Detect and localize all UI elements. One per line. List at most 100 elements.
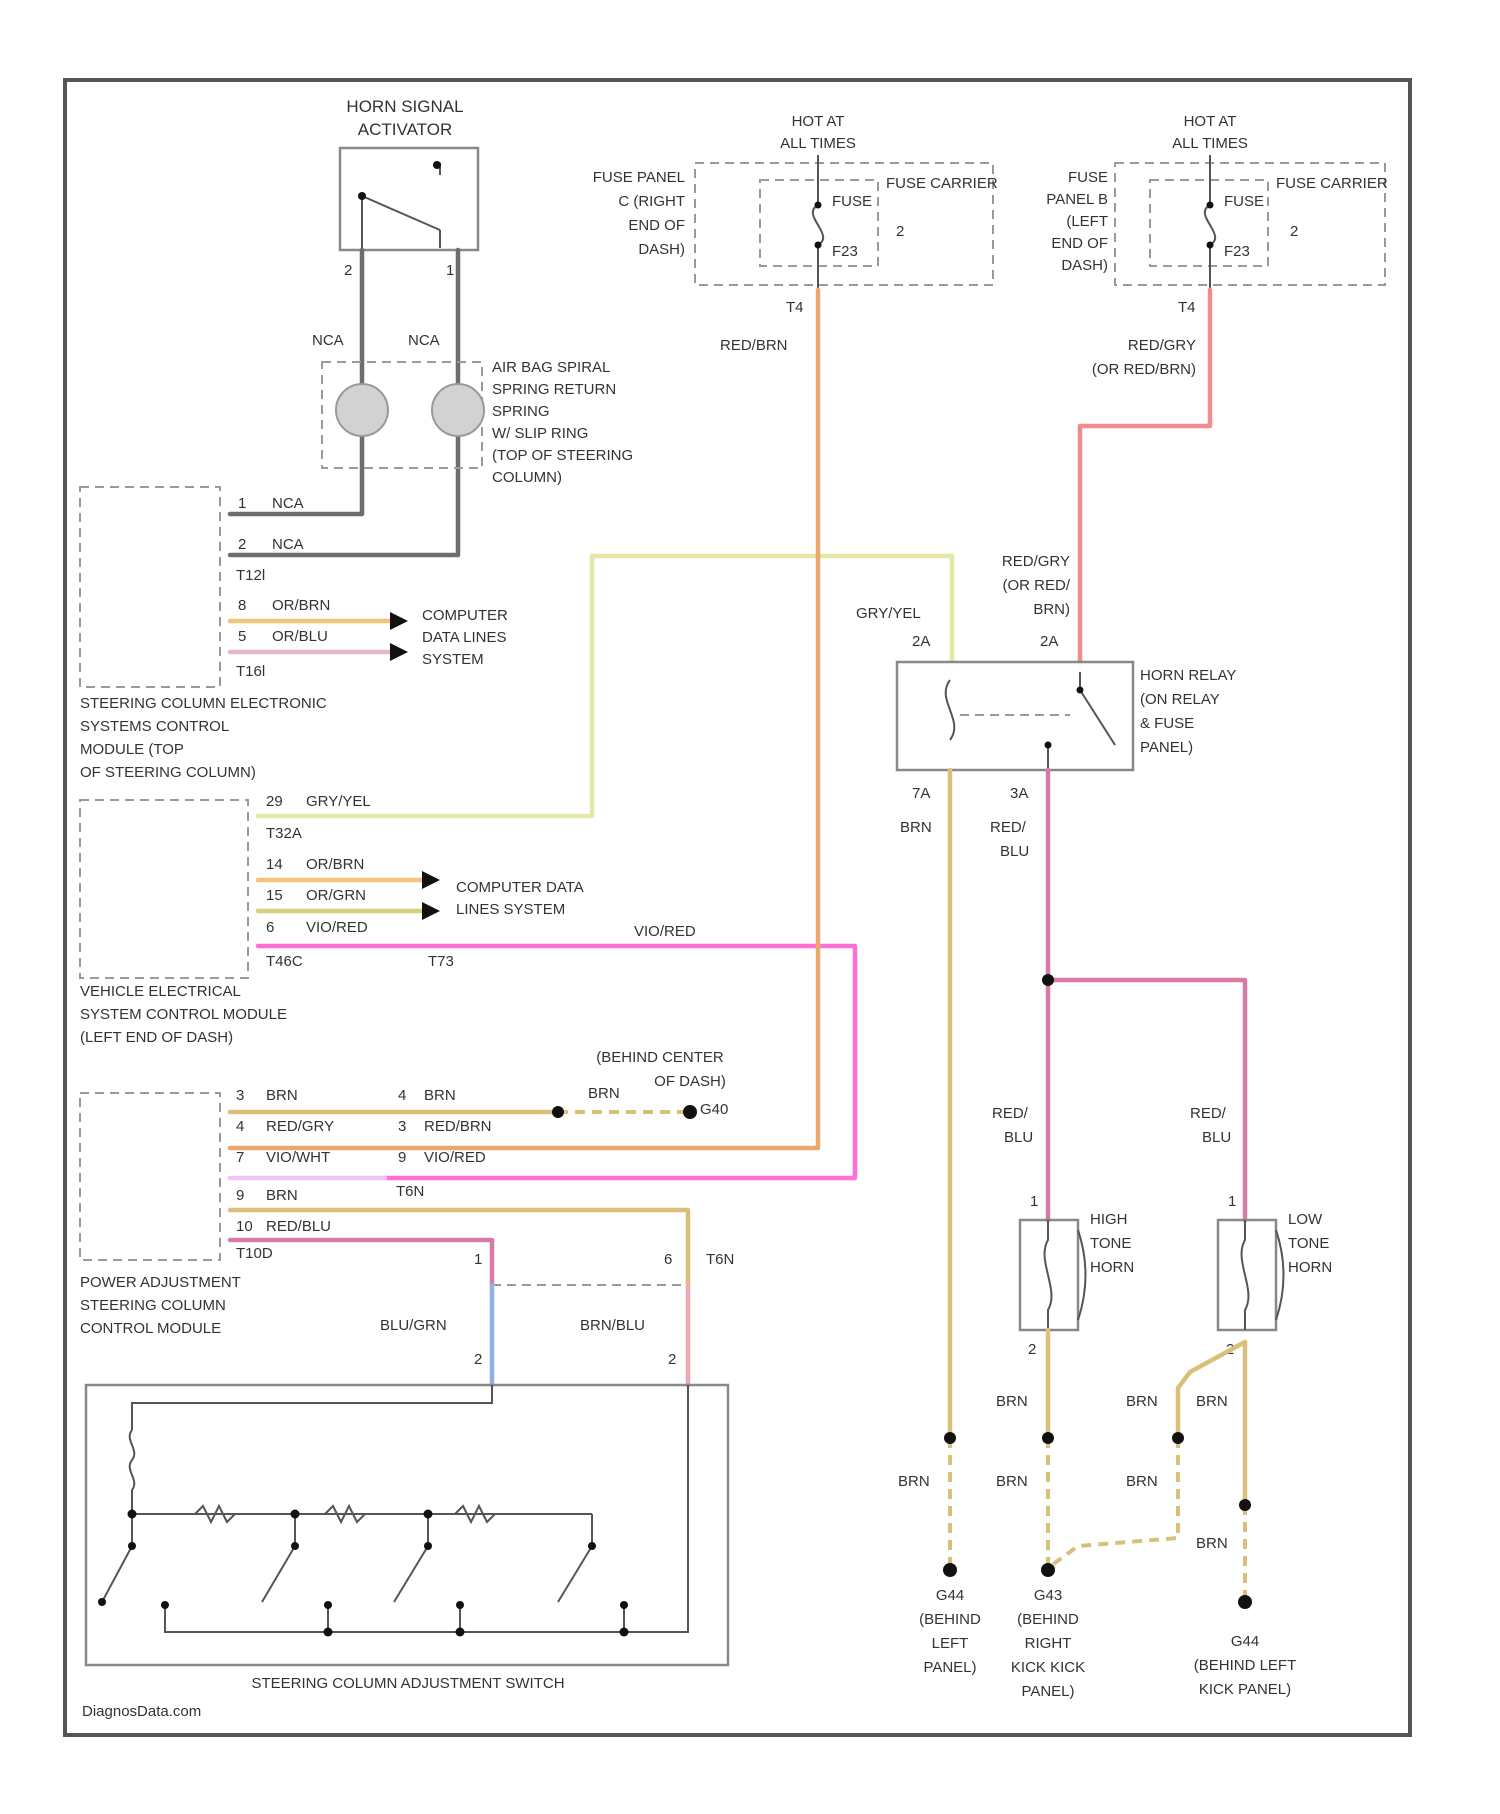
switch-box (86, 1385, 728, 1665)
vescm-connector-top: T32A (266, 825, 302, 842)
pascm-pin-7: 7 (236, 1149, 244, 1166)
gry-yel-wire (258, 556, 952, 816)
pascm-ground-point (683, 1105, 697, 1119)
switch-resistor-1 (130, 1430, 135, 1514)
vescm-data-label-2: LINES SYSTEM (456, 901, 565, 918)
sccm-name-1: STEERING COLUMN ELECTRONIC (80, 695, 327, 712)
pascm-ground-id: G40 (700, 1101, 728, 1118)
low-horn-brn-wire-a (1178, 1342, 1245, 1438)
switch-pin-2-right: 2 (668, 1351, 676, 1368)
fuse-right-panel-4: END OF (1051, 235, 1108, 252)
ground-brn-label-5: BRN (1126, 1473, 1158, 1490)
pascm-pin-4-wire: RED/GRY (266, 1118, 334, 1135)
horn-relay-name-3: & FUSE (1140, 715, 1194, 732)
ground-brn-label-3: BRN (996, 1473, 1028, 1490)
vehicle-electrical-system-module: 29 GRY/YEL T32A 14 OR/BRN 15 OR/GRN 6 VI… (80, 793, 371, 1046)
pascm-mid-pin-4-wire: BRN (424, 1087, 456, 1104)
ground-brn-label-4: BRN (1126, 1393, 1158, 1410)
ground-g1-loc-2: LEFT (932, 1635, 969, 1652)
fuse-left-panel-1: FUSE PANEL (593, 169, 685, 186)
sccm-pin-5-wire: OR/BLU (272, 628, 328, 645)
high-horn-pin-2: 2 (1028, 1341, 1036, 1358)
ground-g2-loc-4: PANEL) (1021, 1683, 1074, 1700)
sccm-data-label-3: SYSTEM (422, 651, 484, 668)
pascm-pin-9-wire: BRN (266, 1187, 298, 1204)
fuse-right-panel-5: DASH) (1061, 257, 1108, 274)
fuse-right-hot-2: ALL TIMES (1172, 135, 1248, 152)
vescm-name-1: VEHICLE ELECTRICAL (80, 983, 241, 1000)
fuse-right-panel-2: PANEL B (1046, 191, 1108, 208)
pascm-mid-pin-3-wire: RED/BRN (424, 1118, 492, 1135)
vio-red-wire-label: VIO/RED (634, 923, 696, 940)
high-horn-pin-1: 1 (1030, 1193, 1038, 1210)
ground-splice-2 (1042, 1432, 1054, 1444)
horn-relay-contact (1048, 672, 1115, 770)
red-blu-low-horn-wire (1048, 980, 1245, 1220)
switch-contact-4 (558, 1514, 592, 1602)
ground-g3-id: G44 (1231, 1633, 1259, 1650)
sccm-data-arrow-2 (390, 643, 408, 661)
pascm-mid-pin-4: 4 (398, 1087, 406, 1104)
pascm-ground-ref-1: (BEHIND CENTER (596, 1049, 724, 1066)
fuse-left-id: F23 (832, 243, 858, 260)
clock-spring-label-3: SPRING (492, 403, 550, 420)
horn-relay-pin-2a-right: 2A (1040, 633, 1058, 650)
fuse-left-node-top (815, 202, 822, 209)
sccm-box (80, 487, 220, 687)
fuse-left-hot-1: HOT AT (792, 113, 845, 130)
switch-node-1c (98, 1598, 106, 1606)
high-horn-label-1: HIGH (1090, 1211, 1128, 1228)
steering-column-electronic-module: 1 NCA 2 NCA T12l 8 OR/BRN 5 OR/BLU T16l … (80, 487, 330, 781)
high-horn-label-3: HORN (1090, 1259, 1134, 1276)
sccm-pin-1-wire: NCA (272, 495, 304, 512)
sccm-data-label-2: DATA LINES (422, 629, 506, 646)
horn-switch-contact (433, 161, 441, 169)
switch-internal-left (132, 1385, 492, 1430)
high-tone-horn: RED/ BLU 1 HIGH TONE HORN 2 (992, 1105, 1134, 1358)
horn-relay-out-brn: BRN (900, 819, 932, 836)
horn-activator-pin-1: 1 (446, 262, 454, 279)
sccm-pin-2-wire: NCA (272, 536, 304, 553)
ground-g1-id: G44 (936, 1587, 964, 1604)
low-horn-label-1: LOW (1288, 1211, 1323, 1228)
fuse-left-node-bottom (815, 242, 822, 249)
switch-contact-1 (102, 1514, 132, 1602)
pascm-box (80, 1093, 220, 1260)
high-horn-label-2: TONE (1090, 1235, 1131, 1252)
fuse-right-panel-3: (LEFT (1066, 213, 1108, 230)
clock-spring: AIR BAG SPIRAL SPRING RETURN SPRING W/ S… (322, 359, 633, 486)
pascm-mid-pin-9: 9 (398, 1149, 406, 1166)
horn-switch-symbol (362, 163, 440, 248)
low-horn-wire-2: BLU (1202, 1129, 1231, 1146)
horn-relay-pin-2a-left: 2A (912, 633, 930, 650)
horn-ground-dashed-wires (950, 1438, 1245, 1600)
horn-activator-pin-2: 2 (344, 262, 352, 279)
sccm-pin-2: 2 (238, 536, 246, 553)
vescm-pin-15-wire: OR/GRN (306, 887, 366, 904)
ground-brn-label-6: BRN (1196, 1393, 1228, 1410)
pascm-name-3: CONTROL MODULE (80, 1320, 221, 1337)
ground-brn-label-1: BRN (898, 1473, 930, 1490)
clock-spring-label-1: AIR BAG SPIRAL (492, 359, 610, 376)
switch-node-4b (588, 1542, 596, 1550)
sccm-name-4: OF STEERING COLUMN) (80, 764, 256, 781)
pascm-pin-3-wire: BRN (266, 1087, 298, 1104)
sccm-connector-2: T16l (236, 663, 265, 680)
fuse-left-carrier: FUSE CARRIER (886, 175, 998, 192)
vescm-name-3: (LEFT END OF DASH) (80, 1029, 233, 1046)
horn-relay-name-1: HORN RELAY (1140, 667, 1236, 684)
ground-splice-4 (1239, 1499, 1251, 1511)
pascm-pin-3: 3 (236, 1087, 244, 1104)
clock-spring-contact-right (432, 384, 484, 436)
ground-g2-id: G43 (1034, 1587, 1062, 1604)
fuse-left-panel-2: C (RIGHT (618, 193, 685, 210)
ground-splice-1 (944, 1432, 956, 1444)
clock-spring-label-2: SPRING RETURN (492, 381, 616, 398)
sccm-data-label-1: COMPUTER (422, 607, 508, 624)
switch-node-3d (456, 1601, 464, 1609)
ground-g2-loc-3: KICK KICK (1011, 1659, 1085, 1676)
vescm-pin-14: 14 (266, 856, 283, 873)
fuse-left-panel-4: DASH) (638, 241, 685, 258)
pascm-mid-pin-3: 3 (398, 1118, 406, 1135)
pascm-ground-ref-2: OF DASH) (654, 1073, 726, 1090)
